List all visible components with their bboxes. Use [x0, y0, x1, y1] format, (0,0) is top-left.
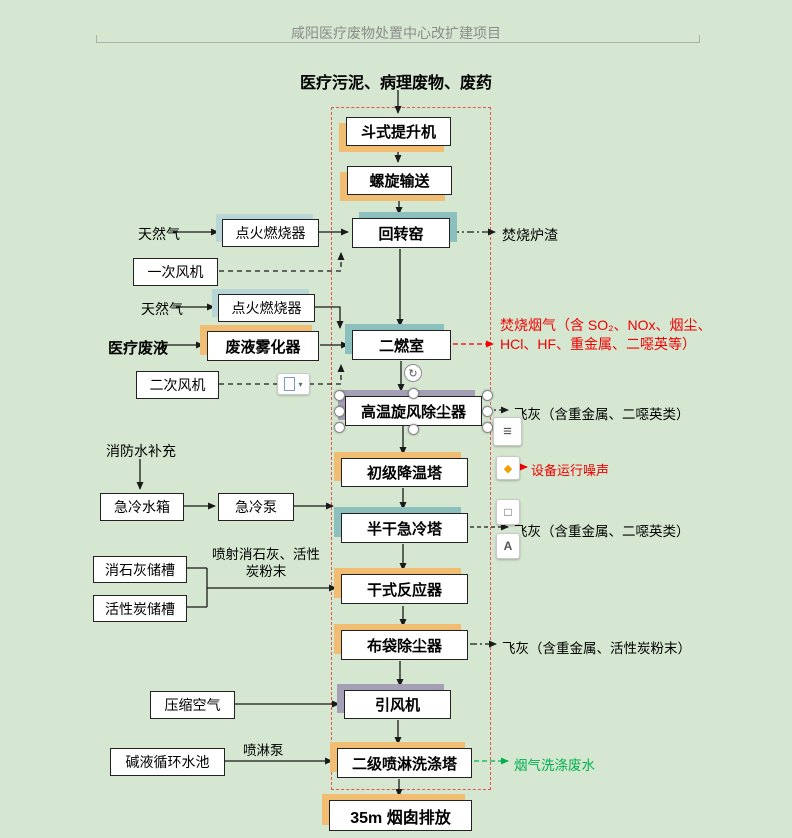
shape-outline-icon: □ — [504, 505, 512, 519]
selection-handle-bottom-mid[interactable] — [408, 424, 419, 435]
box-label: 急冷泵 — [235, 499, 277, 515]
label-fire-water: 消防水补充 — [106, 443, 176, 459]
node-label: 高温旋风除尘器 — [360, 403, 466, 421]
box-label: 急冷水箱 — [114, 499, 170, 515]
selection-handle-top-right[interactable] — [482, 390, 493, 401]
box-alkali-circulating-pool[interactable]: 碱液循环水池 — [110, 748, 225, 776]
label-flue-gas-line1: 焚烧烟气（含 SO₂、NOx、烟尘、 — [500, 317, 712, 333]
node-cyclone-dust-collector[interactable]: 高温旋风除尘器 — [345, 396, 482, 426]
selection-handle-mid-right[interactable] — [482, 406, 493, 417]
node-bucket-elevator[interactable]: 斗式提升机 — [346, 117, 451, 146]
selection-handle-bottom-right[interactable] — [482, 422, 493, 433]
shape-outline-button[interactable]: □ — [496, 499, 520, 525]
selection-handle-top-mid[interactable] — [408, 388, 419, 399]
box-waste-liquid-atomizer[interactable]: 废液雾化器 — [207, 331, 319, 361]
box-quench-water-tank[interactable]: 急冷水箱 — [100, 493, 184, 521]
label-incineration-slag: 焚烧炉渣 — [502, 227, 558, 243]
node-secondary-combustion-chamber[interactable]: 二燃室 — [352, 330, 451, 360]
selection-handle-bottom-left[interactable] — [334, 422, 345, 433]
shape-fill-button[interactable]: ◆ — [496, 456, 520, 480]
label-fly-ash-1: 飞灰（含重金属、二噁英类） — [514, 407, 690, 422]
label-inject-powder: 喷射消石灰、活性 炭粉末 — [196, 546, 336, 580]
node-label: 干式反应器 — [366, 581, 442, 599]
box-label: 活性炭储槽 — [105, 600, 175, 617]
box-quench-pump[interactable]: 急冷泵 — [218, 493, 294, 521]
label-scrub-wastewater: 烟气洗涤废水 — [514, 758, 595, 773]
node-label: 回转窑 — [378, 225, 424, 243]
box-label: 一次风机 — [147, 264, 204, 280]
node-screw-conveyor[interactable]: 螺旋输送 — [347, 166, 452, 195]
box-label: 压缩空气 — [164, 697, 221, 713]
shape-fill-icon: ◆ — [503, 462, 513, 475]
label-fly-ash-2: 飞灰（含重金属、二噁英类） — [514, 524, 690, 539]
node-spray-scrubber[interactable]: 二级喷淋洗涤塔 — [337, 748, 472, 778]
node-label: 35m 烟囱排放 — [350, 809, 451, 827]
box-secondary-fan[interactable]: 二次风机 — [136, 371, 219, 399]
node-primary-cooling-tower[interactable]: 初级降温塔 — [341, 458, 468, 487]
box-label: 消石灰储槽 — [105, 561, 175, 578]
label-natural-gas-1: 天然气 — [138, 226, 180, 242]
node-bag-filter[interactable]: 布袋除尘器 — [341, 630, 468, 660]
node-induced-draft-fan[interactable]: 引风机 — [344, 690, 451, 719]
node-rotary-kiln[interactable]: 回转窑 — [352, 218, 450, 248]
box-label: 废液雾化器 — [225, 338, 301, 356]
page-title: 咸阳医疗废物处置中心改扩建项目 — [291, 25, 501, 41]
header-boundary-line — [96, 42, 700, 43]
node-label: 布袋除尘器 — [366, 637, 442, 655]
selection-handle-mid-left[interactable] — [334, 406, 345, 417]
node-dry-reactor[interactable]: 干式反应器 — [341, 574, 468, 604]
box-carbon-storage-tank[interactable]: 活性炭储槽 — [93, 595, 187, 622]
node-label: 引风机 — [374, 697, 420, 714]
label-inject-line1: 喷射消石灰、活性 — [212, 547, 320, 562]
node-semi-dry-quench-tower[interactable]: 半干急冷塔 — [341, 513, 468, 543]
chevron-down-icon: ▾ — [298, 379, 303, 389]
box-ignition-burner-2[interactable]: 点火燃烧器 — [218, 294, 315, 322]
label-inject-line2: 炭粉末 — [245, 564, 287, 579]
label-equipment-noise: 设备运行噪声 — [531, 463, 610, 478]
box-label: 点火燃烧器 — [231, 300, 302, 316]
box-ignition-burner-1[interactable]: 点火燃烧器 — [222, 219, 319, 247]
selection-handle-top-left[interactable] — [334, 390, 345, 401]
node-label: 二燃室 — [378, 337, 424, 355]
label-spray-pump: 喷淋泵 — [243, 743, 284, 758]
box-lime-storage-tank[interactable]: 消石灰储槽 — [93, 556, 187, 583]
node-label: 二级喷淋洗涤塔 — [351, 755, 457, 773]
source-label: 医疗污泥、病理废物、废药 — [299, 75, 492, 92]
node-label: 初级降温塔 — [366, 465, 442, 482]
label-flue-gas-line2: HCl、HF、重金属、二噁英等） — [500, 336, 696, 352]
label-fly-ash-3: 飞灰（含重金属、活性炭粉末） — [502, 641, 691, 656]
label-medical-waste-liquid: 医疗废液 — [108, 340, 169, 357]
text-style-icon: A — [503, 539, 513, 553]
node-label: 半干急冷塔 — [366, 520, 442, 538]
node-label: 螺旋输送 — [369, 173, 430, 190]
label-natural-gas-2: 天然气 — [141, 301, 183, 317]
node-chimney-emission[interactable]: 35m 烟囱排放 — [329, 800, 472, 831]
box-label: 二次风机 — [149, 377, 206, 393]
label-flue-gas: 焚烧烟气（含 SO₂、NOx、烟尘、 HCl、HF、重金属、二噁英等） — [500, 316, 712, 354]
paste-options-button[interactable]: ▾ — [277, 373, 310, 395]
text-style-button[interactable]: A — [496, 533, 520, 559]
rotate-handle-icon[interactable]: ↻ — [404, 364, 422, 382]
header-tick-right — [699, 35, 700, 43]
layout-options-icon: ≡ — [503, 423, 512, 440]
paste-icon — [284, 377, 296, 391]
box-label: 点火燃烧器 — [235, 225, 306, 241]
node-label: 斗式提升机 — [360, 124, 436, 141]
header-tick-left — [96, 35, 97, 43]
layout-options-button[interactable]: ≡ — [493, 417, 522, 446]
box-label: 碱液循环水池 — [125, 754, 210, 770]
box-compressed-air[interactable]: 压缩空气 — [150, 691, 235, 719]
box-primary-fan[interactable]: 一次风机 — [133, 258, 218, 286]
